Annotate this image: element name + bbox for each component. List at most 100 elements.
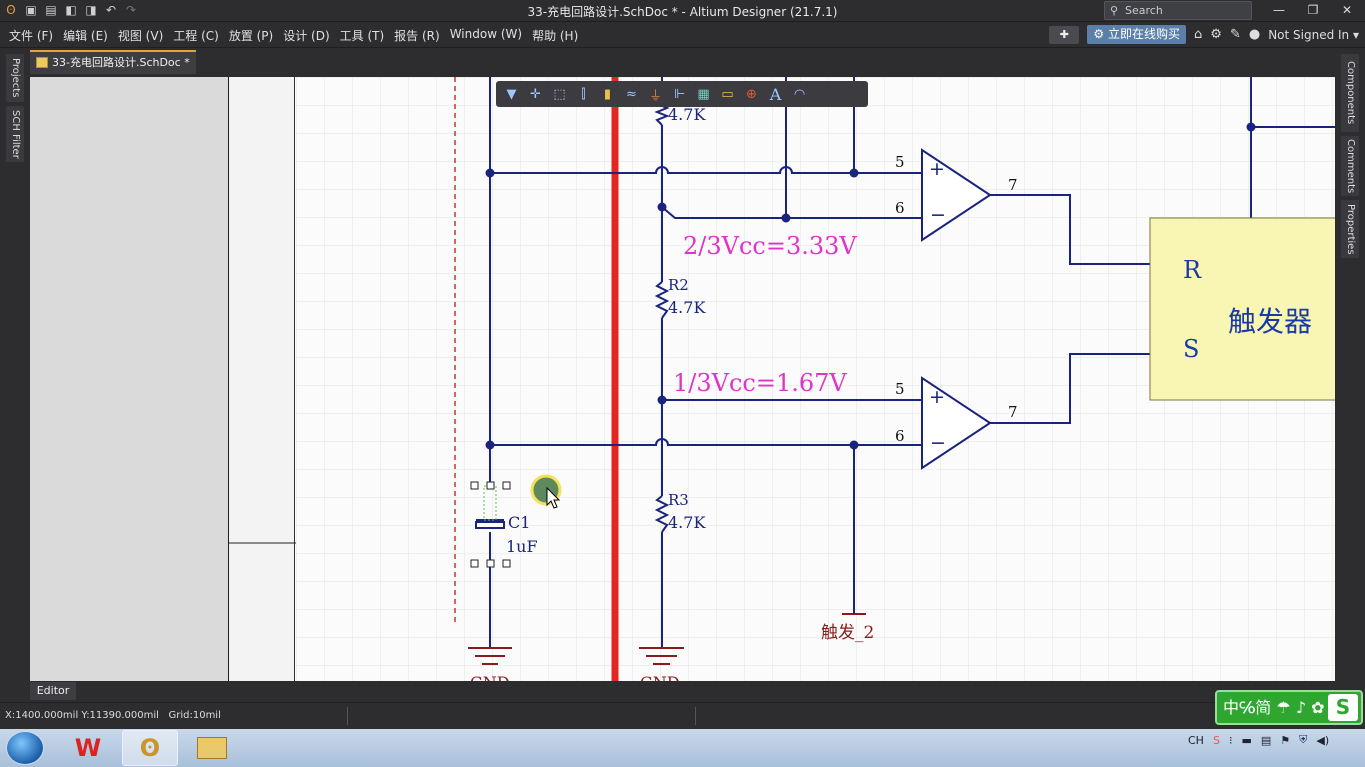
volume-tray-icon[interactable]: ◀) — [1316, 733, 1330, 747]
r3-value: 4.7K — [668, 513, 706, 532]
status-divider — [695, 707, 696, 725]
window-title: 33-充电回路设计.SchDoc * - Altium Designer (21… — [527, 5, 838, 19]
align-icon[interactable]: ⫿ — [581, 86, 586, 102]
sch-filter-panel-tab[interactable]: SCH Filter — [6, 106, 24, 162]
trigger-port-label: 触发_2 — [821, 623, 875, 643]
resistor-r3 — [654, 495, 670, 533]
harness-icon[interactable]: ⊩ — [673, 86, 686, 102]
wire-icon[interactable]: ≈ — [626, 86, 637, 102]
cart-icon: ⚙ — [1093, 27, 1105, 41]
sign-in-button[interactable]: Not Signed In ▾ — [1268, 27, 1359, 42]
user-icon[interactable]: ● — [1248, 27, 1261, 42]
gnd-label-right: GND — [640, 673, 700, 681]
menu-file[interactable]: 文件 (F) — [9, 29, 54, 43]
menu-project[interactable]: 工程 (C) — [173, 29, 219, 43]
ime-toolbar[interactable]: 中℅简 ☂ ♪ ✿ S — [1215, 690, 1363, 725]
buy-online-label: 立即在线购买 — [1108, 27, 1181, 41]
redo-icon[interactable]: ↷ — [125, 3, 137, 17]
directive-icon[interactable]: ⊕ — [746, 86, 757, 102]
sheet-symbol-icon[interactable]: ▦ — [697, 86, 710, 102]
restore-button[interactable]: ❐ — [1307, 3, 1319, 17]
start-button[interactable] — [6, 731, 44, 765]
port-icon[interactable]: ▭ — [721, 86, 734, 102]
search-placeholder: Search — [1125, 4, 1163, 17]
panel-tab-bar — [0, 682, 1365, 702]
threshold-low-annotation: 1/3Vcc=1.67V — [673, 369, 847, 397]
minimize-button[interactable]: — — [1273, 3, 1285, 17]
undo-icon[interactable]: ↶ — [105, 3, 117, 17]
menu-place[interactable]: 放置 (P) — [228, 29, 274, 43]
help-tray-icon[interactable]: ⁝ — [1228, 733, 1233, 747]
junction-dots — [485, 122, 1256, 450]
menu-reports[interactable]: 报告 (R) — [394, 29, 440, 43]
clipboard-tray-icon[interactable]: ▤ — [1260, 733, 1272, 747]
app-logo-icon[interactable]: ʘ — [6, 3, 16, 17]
flag-tray-icon[interactable]: ⚑ — [1280, 733, 1291, 747]
notifications-button[interactable]: ✚ — [1049, 25, 1080, 44]
r1-value: 4.7K — [668, 105, 706, 124]
menu-view[interactable]: 视图 (V) — [117, 29, 164, 43]
save-icon[interactable]: ▣ — [25, 3, 37, 17]
menu-tools[interactable]: 工具 (T) — [339, 29, 385, 43]
altium-taskbar-icon[interactable]: ʘ — [122, 730, 178, 766]
document-tab[interactable]: 33-充电回路设计.SchDoc * — [30, 50, 196, 74]
active-bar-toolbar: ▼ ✛ ⬚ ⫿ ▮ ≈ ⏚ ⊩ ▦ ▭ ⊕ A ◠ — [496, 81, 868, 107]
menu-design[interactable]: 设计 (D) — [283, 29, 330, 43]
left-panel-strip: Projects SCH Filter — [0, 48, 30, 682]
gear-icon[interactable]: ⚙ — [1210, 27, 1222, 42]
move-icon[interactable]: ✛ — [530, 86, 541, 102]
resistor-r2 — [654, 281, 670, 319]
coords-text: X:1400.000mil Y:11390.000mil — [5, 710, 159, 721]
filter-icon[interactable]: ▼ — [506, 86, 517, 102]
properties-panel-tab[interactable]: Properties — [1341, 200, 1359, 258]
sheet-border-zone — [228, 77, 295, 681]
open-icon[interactable]: ◧ — [65, 3, 77, 17]
capacitor-c1 — [470, 481, 511, 568]
menu-edit[interactable]: 编辑 (E) — [63, 29, 108, 43]
comp2-plus-sign: + — [929, 386, 945, 408]
ground-symbols — [468, 600, 866, 665]
projects-panel-tab[interactable]: Projects — [6, 54, 24, 102]
flipflop-label: 触发器 — [1228, 305, 1313, 338]
wps-taskbar-icon[interactable]: W — [74, 734, 102, 762]
flipflop-block — [1149, 217, 1335, 401]
comp1-pin7-label: 7 — [1008, 176, 1018, 194]
save-all-icon[interactable]: ▤ — [45, 3, 57, 17]
menu-help[interactable]: 帮助 (H) — [532, 29, 579, 43]
power-port-icon[interactable]: ⏚ — [648, 88, 662, 104]
threshold-high-annotation: 2/3Vcc=3.33V — [683, 232, 857, 260]
schematic-canvas[interactable]: 4.7K R2 4.7K R3 4.7K C1 1uF 2/3Vcc=3.33V… — [30, 77, 1335, 681]
close-button[interactable]: ✕ — [1341, 3, 1353, 17]
menu-bar: 文件 (F) 编辑 (E) 视图 (V) 工程 (C) 放置 (P) 设计 (D… — [0, 22, 1365, 48]
status-bar: X:1400.000mil Y:11390.000mil Grid:10mil — [0, 702, 1365, 729]
text-icon[interactable]: A — [769, 84, 782, 104]
place-part-icon[interactable]: ▮ — [603, 86, 612, 102]
schematic-file-icon — [36, 57, 48, 68]
status-divider — [347, 707, 348, 725]
comp2-pin7-label: 7 — [1008, 403, 1018, 421]
security-tray-icon[interactable]: ⛨ — [1299, 733, 1308, 746]
search-icon: ⚲ — [1110, 4, 1119, 17]
r3-designator: R3 — [668, 491, 689, 509]
comments-panel-tab[interactable]: Comments — [1341, 136, 1359, 196]
menu-window[interactable]: Window (W) — [449, 27, 523, 41]
tools-icon[interactable]: ✎ — [1229, 27, 1241, 42]
language-indicator[interactable]: CH — [1188, 733, 1204, 747]
r2-designator: R2 — [668, 276, 689, 294]
system-tray: CH S ⁝ ▬ ▤ ⚑ ⛨ ◀) — [1188, 733, 1329, 747]
schematic-drawing — [229, 77, 1335, 681]
search-input[interactable]: ⚲ Search — [1104, 1, 1252, 20]
select-box-icon[interactable]: ⬚ — [553, 86, 566, 102]
arc-icon[interactable]: ◠ — [793, 86, 806, 102]
comp1-plus-sign: + — [929, 158, 945, 180]
components-panel-tab[interactable]: Components — [1341, 54, 1359, 132]
buy-online-button[interactable]: ⚙ 立即在线购买 — [1087, 25, 1187, 44]
c1-value: 1uF — [506, 537, 538, 556]
home-icon[interactable]: ⌂ — [1194, 27, 1203, 42]
explorer-taskbar-icon[interactable] — [184, 730, 240, 766]
keyboard-tray-icon[interactable]: ▬ — [1241, 733, 1252, 747]
open-project-icon[interactable]: ◨ — [85, 3, 97, 17]
document-tab-label: 33-充电回路设计.SchDoc * — [52, 56, 190, 69]
editor-tab[interactable]: Editor — [30, 682, 76, 700]
sogou-tray-icon[interactable]: S — [1212, 733, 1220, 747]
